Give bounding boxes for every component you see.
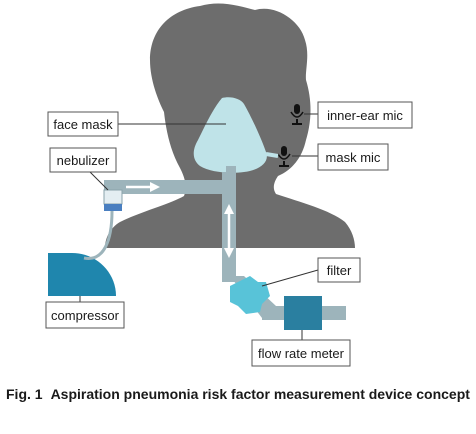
figure-number: Fig. 1 [6,386,43,402]
device-diagram: face mask nebulizer compressor inner-ear… [45,3,413,367]
label-mask-mic: mask mic [317,143,389,171]
face-mask-label: face mask [53,117,113,132]
compressor-label: compressor [51,308,120,323]
filter-leader [261,269,319,287]
label-nebulizer: nebulizer [49,147,117,173]
filter-unit [230,276,270,314]
label-filter: filter [317,257,361,283]
inner-ear-mic-label: inner-ear mic [327,108,403,123]
flow-rate-meter-label: flow rate meter [258,346,345,361]
meter-inlet-tube [262,306,284,320]
mask-connector-tube [226,166,236,180]
nebulizer-leader [87,169,109,191]
nebulizer-cap [104,204,122,211]
mask-mic-cable [265,152,279,158]
label-face-mask: face mask [47,111,119,137]
horizontal-tube [104,180,234,194]
figure-caption-text: Aspiration pneumonia risk factor measure… [50,386,470,402]
face-mask-shape [193,97,267,173]
meter-outlet-tube [322,306,346,320]
microphone-icon [277,146,291,167]
figure-caption: Fig. 1 Aspiration pneumonia risk factor m… [6,386,470,403]
label-flow-rate-meter: flow rate meter [251,339,351,367]
nebulizer-body [103,189,123,205]
mask-mic-label: mask mic [326,150,381,165]
compressor-hose [83,210,114,260]
label-compressor: compressor [45,301,125,329]
flow-arrow-icon [126,182,234,258]
nebulizer-device [103,189,123,211]
label-inner-ear-mic: inner-ear mic [317,101,413,129]
filter-label: filter [327,263,352,278]
microphone-icon [290,104,304,125]
nebulizer-label: nebulizer [57,153,110,168]
flow-meter-unit [284,296,322,330]
compressor-unit [48,253,116,296]
